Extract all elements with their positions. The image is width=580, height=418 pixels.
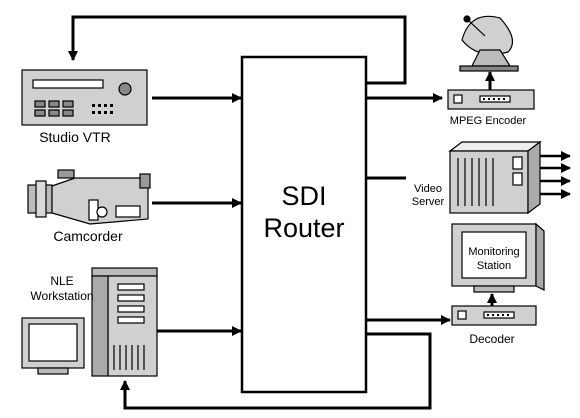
mpeg-encoder-icon [447,89,535,110]
camcorder-icon [27,169,151,225]
studio-vtr-icon [21,69,148,126]
video-server-icon [448,140,542,215]
router-label-line2: Router [263,213,344,243]
decoder-icon [451,305,537,326]
decoder-label: Decoder [469,332,514,346]
video-server-output-arrows [540,151,571,199]
video-server-label-line2: Server [412,196,445,208]
monitoring-station-label-line2: Station [477,260,511,272]
loop-to-nle-arrow [120,332,432,410]
monitoring-station-label-line1: Monitoring [468,246,519,258]
monitoring-station-icon [451,222,545,293]
studio-vtr-label: Studio VTR [39,129,111,145]
nle-label-line1: NLE [50,274,73,288]
router-label-line1: SDI [281,181,326,211]
mpeg-encoder-label: MPEG Encoder [450,115,527,127]
video-server-label-line1: Video [414,183,442,195]
satellite-dish-icon [459,15,519,72]
loop-to-vtr-arrow [68,15,407,85]
nle-label-line2: Workstation [30,289,93,303]
nle-workstation-monitor-icon [21,317,85,375]
sdi-router-box: SDI Router [240,55,368,394]
nle-workstation-tower-icon [91,267,158,377]
camcorder-label: Camcorder [53,228,123,244]
connections [68,15,497,410]
